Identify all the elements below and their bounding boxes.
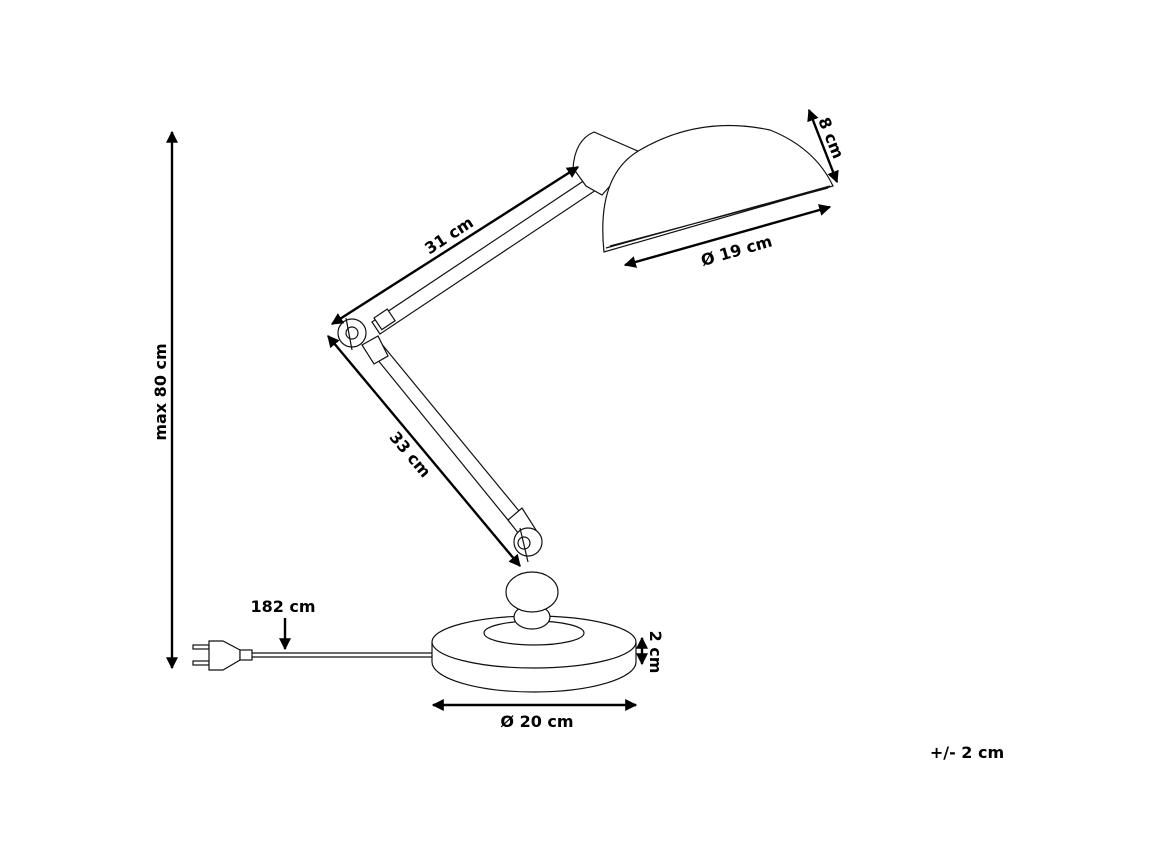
upper-arm-label: 31 cm (421, 213, 477, 258)
upper-arm (371, 177, 597, 335)
shade-height-dimension-arrow (807, 108, 839, 184)
base-diameter-label: Ø 20 cm (500, 712, 573, 731)
cable-length-label: 182 cm (250, 597, 315, 616)
base-height-label: 2 cm (646, 631, 665, 674)
base-joint (513, 527, 543, 563)
power-cable (252, 652, 432, 658)
shade-diameter-label: Ø 19 cm (699, 231, 775, 269)
plug-icon (192, 640, 253, 671)
lamp-shade (572, 124, 834, 253)
shade-diameter-dimension-arrow (623, 204, 832, 268)
lamp-base (431, 571, 637, 693)
height-label: max 80 cm (151, 343, 170, 440)
upper-arm-dimension-arrow (330, 165, 580, 326)
lower-arm-dimension-arrow (327, 335, 521, 567)
tolerance-label: +/- 2 cm (930, 743, 1004, 762)
